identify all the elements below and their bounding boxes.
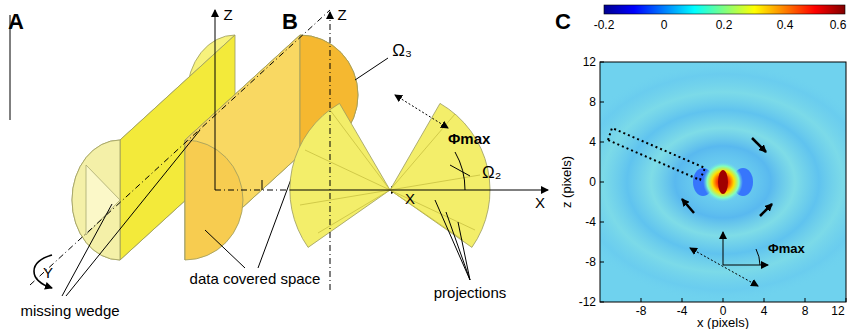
panel-c-axes-sketch-stroke (723, 232, 724, 265)
axis-tick: 12 (583, 56, 596, 68)
colorbar-tick: 0.6 (830, 19, 847, 31)
angle-label: Φmax (448, 131, 490, 146)
colorbar-tick: -0.2 (594, 19, 615, 31)
panel-c-axes-sketch-stroke (723, 265, 768, 266)
panel-c-art (563, 5, 850, 302)
panel-c-arrows (682, 138, 772, 216)
panel-a-art-stroke (185, 140, 243, 260)
panel-c-ticks-stroke (600, 62, 604, 302)
panel-a-axes-stroke (205, 230, 245, 268)
panel-c-art-stroke (604, 5, 845, 14)
axis-tick: -12 (579, 296, 596, 308)
panel-c-ticks-stroke (641, 298, 846, 302)
axis-tick: 0 (589, 176, 596, 188)
panel-c-axes-sketch (690, 232, 768, 286)
panel-a-axes-stroke (215, 10, 216, 190)
axis-label: X (535, 195, 545, 210)
axis-tick: 4 (589, 136, 596, 148)
panel-a-axes (30, 10, 398, 296)
axis-label: Z (337, 7, 346, 22)
panel-c-art-stroke (703, 162, 743, 202)
axis-tick: -4 (677, 305, 688, 317)
axis-tick: -4 (585, 216, 596, 228)
panel-b-axes-stroke (330, 12, 331, 290)
axis-tick: 12 (831, 305, 844, 317)
panel-a-axes-stroke (66, 130, 200, 296)
panel-b-axes-stroke (446, 212, 470, 280)
panel-b-art-stroke (290, 103, 390, 247)
panel-letter: B (282, 11, 298, 33)
angle-label: Φmax (768, 242, 805, 255)
panel-c-art-stroke (600, 62, 846, 302)
panel-b-axes (290, 12, 548, 290)
panel-c-arrows-stroke (682, 199, 694, 213)
panel-c-axes-sketch-stroke (690, 248, 758, 286)
axis-tick: 4 (761, 305, 768, 317)
colorbar-tick: 0.4 (777, 19, 794, 31)
panel-a-axes-stroke (262, 180, 263, 190)
panel-letter: A (8, 11, 24, 33)
axis-tick: 8 (802, 305, 809, 317)
panel-a-art-stroke (185, 35, 300, 260)
panel-letter: C (555, 11, 571, 33)
axis-title: x (pixels) (697, 315, 749, 328)
panel-a-art-stroke (72, 140, 120, 260)
callout-text: projections (434, 285, 507, 300)
panel-a-axes-stroke (62, 204, 112, 296)
axis-tick: -8 (636, 305, 647, 317)
colorbar-tick: 0 (661, 19, 668, 31)
panel-c-ticks (600, 62, 846, 302)
axis-label: X (405, 191, 415, 206)
panel-c-axes-sketch-stroke (756, 249, 760, 265)
panel-c-art-stroke (718, 170, 728, 194)
axis-label: Z (223, 7, 232, 22)
panel-b-axes-stroke (290, 190, 548, 191)
panel-c-arrows-stroke (760, 204, 772, 216)
axis-tick: -8 (585, 256, 596, 268)
region-label: Ω₂ (482, 164, 501, 181)
region-label: Ω₃ (392, 42, 412, 59)
panel-c-art-stroke (608, 128, 705, 180)
panel-b-axes-stroke (395, 95, 448, 128)
panel-c-art-stroke (600, 62, 846, 302)
panel-b-axes-stroke (435, 200, 470, 280)
panel-b-axes-stroke (458, 222, 470, 280)
callout-text: data covered space (190, 271, 321, 286)
panel-c-art-stroke (600, 62, 846, 302)
panel-a-axes-stroke (30, 10, 330, 285)
panel-a-axes-stroke (355, 58, 388, 80)
panel-a-art-stroke (86, 165, 120, 235)
colorbar-tick: 0.2 (716, 19, 733, 31)
panel-b-axes-stroke (450, 165, 470, 176)
axis-label: Y (43, 265, 53, 280)
callout-text: missing wedge (20, 303, 119, 318)
axis-title: z (pixels) (560, 156, 573, 208)
panel-b-art-stroke (300, 110, 390, 233)
panel-b-art-stroke (390, 103, 490, 247)
panel-b-art (290, 103, 490, 247)
axis-tick: 8 (589, 96, 596, 108)
panel-c-arrows-stroke (752, 138, 766, 152)
